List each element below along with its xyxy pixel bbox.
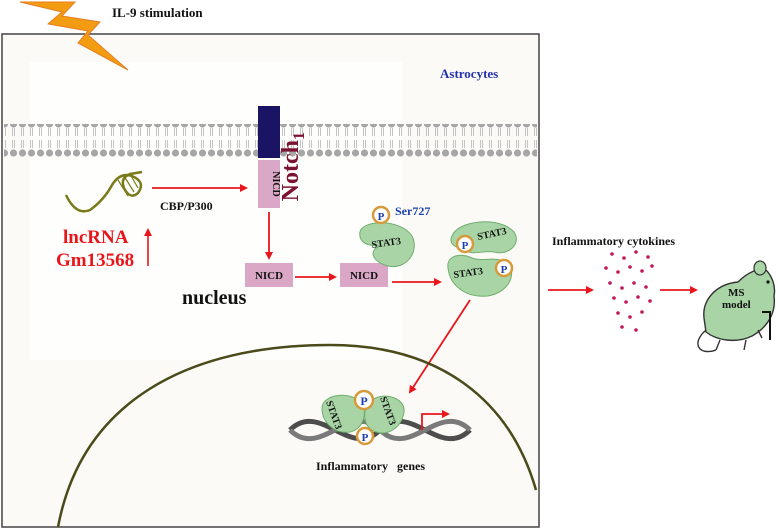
phospho-label-dna-2: P bbox=[362, 432, 369, 444]
cbp-p300-label: CBP/P300 bbox=[160, 199, 213, 213]
notch-name: Notch bbox=[278, 140, 304, 201]
cytokine-dots bbox=[604, 250, 654, 332]
phospho-label-dimer-2: P bbox=[501, 264, 508, 276]
il9-stimulation-label: IL-9 stimulation bbox=[112, 5, 203, 20]
nicd-label-2: NICD bbox=[350, 270, 378, 282]
stat3-dimer-label-bottom: STAT3 bbox=[453, 266, 484, 281]
phospho-site-dimer-2 bbox=[494, 258, 514, 278]
astrocytes-label: Astrocytes bbox=[440, 66, 498, 81]
phospho-site-monomer bbox=[371, 205, 391, 225]
svg-text:Notch1: Notch1 bbox=[278, 132, 308, 201]
lightning-bolt-icon bbox=[19, 1, 129, 71]
phospho-label-monomer: P bbox=[378, 211, 385, 223]
stat3-dna-left bbox=[321, 394, 365, 433]
ms-model-line1: MS bbox=[728, 287, 745, 299]
rna-helix-icon bbox=[117, 173, 139, 197]
nicd-box-2 bbox=[340, 263, 388, 287]
ms-model-line2: model bbox=[722, 299, 751, 311]
nicd-label-1: NICD bbox=[255, 270, 283, 282]
mouse-tail-hook-icon bbox=[762, 311, 771, 340]
nucleus-label: nucleus bbox=[182, 287, 247, 309]
transcription-start-arrow bbox=[421, 410, 450, 430]
mouse-icon bbox=[697, 260, 776, 353]
notch-subscript: 1 bbox=[291, 132, 308, 140]
phospho-site-dna-1 bbox=[353, 389, 375, 411]
stat3-monomer bbox=[359, 222, 415, 268]
nuclear-envelope bbox=[56, 343, 538, 528]
stat3-dna-right bbox=[364, 395, 405, 434]
notch-extracellular-domain bbox=[258, 106, 280, 158]
stat3-monomer-label: STAT3 bbox=[371, 236, 402, 251]
ser727-label: Ser727 bbox=[395, 204, 430, 218]
phospho-site-dna-2 bbox=[355, 426, 375, 446]
notch1-label: Notch1 bbox=[278, 132, 308, 201]
nicd-membrane-domain bbox=[258, 160, 280, 208]
lncrna-strand-icon bbox=[64, 170, 143, 213]
phospho-label-dimer-1: P bbox=[462, 240, 469, 252]
phospho-site-dimer-1 bbox=[455, 234, 475, 254]
phospho-label-dna-1: P bbox=[360, 394, 367, 408]
lncrna-line1: lncRNA bbox=[63, 227, 129, 248]
stat3-nuclear-translocation-arrow bbox=[408, 299, 471, 394]
inflammatory-genes-label: Inflammatory genes bbox=[316, 459, 425, 473]
nicd-box-1 bbox=[245, 263, 293, 287]
lncrna-line2: Gm13568 bbox=[56, 250, 134, 271]
inflammatory-cytokines-label: Inflammatory cytokines bbox=[552, 234, 675, 248]
cytoplasm-highlight bbox=[30, 62, 402, 360]
nicd-membrane-label: NICD bbox=[270, 171, 281, 197]
